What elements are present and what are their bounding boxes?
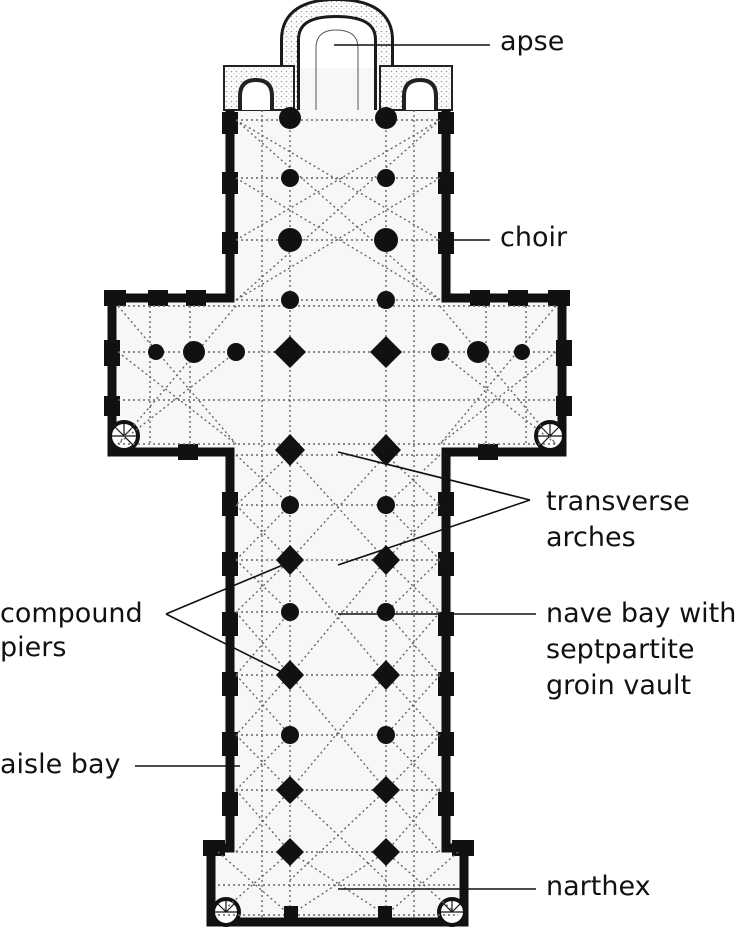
vault-ribs — [117, 110, 557, 920]
label-transverse-arches-1: transverse — [546, 486, 690, 517]
wall-buttresses — [104, 112, 572, 856]
label-compound-piers-2: piers — [0, 632, 67, 663]
leader-lines — [135, 44, 536, 890]
apse-structure — [223, 0, 453, 111]
label-choir: choir — [500, 222, 568, 253]
transverse-leader — [337, 451, 531, 566]
floor-area — [108, 68, 566, 925]
label-nave-bay-1: nave bay with — [546, 598, 737, 629]
piers — [148, 107, 530, 922]
label-aisle-bay: aisle bay — [0, 749, 121, 780]
label-narthex: narthex — [546, 871, 651, 902]
outer-walls — [107, 110, 567, 927]
label-nave-bay-3: groin vault — [546, 670, 692, 701]
label-compound-piers-1: compound — [0, 598, 143, 629]
label-nave-bay-2: septpartite — [546, 634, 695, 665]
compound-leader — [165, 561, 291, 677]
label-apse: apse — [500, 26, 565, 57]
label-transverse-arches-2: arches — [546, 522, 636, 553]
